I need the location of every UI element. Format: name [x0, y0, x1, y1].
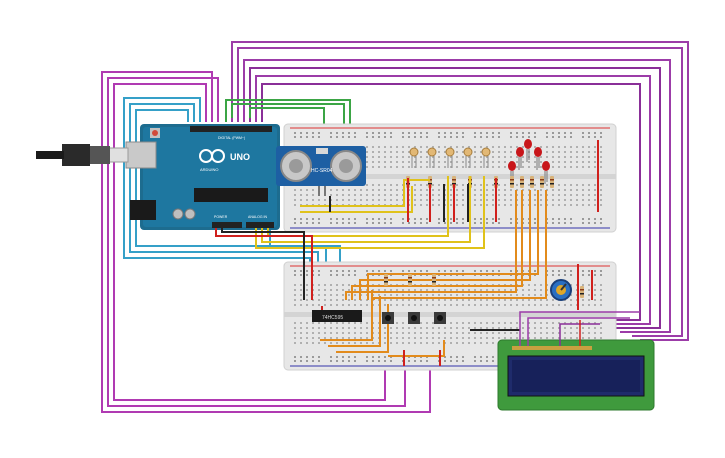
black-wires[interactable]: [221, 184, 520, 331]
photoresistor-icon[interactable]: [445, 147, 455, 168]
push-button-icon[interactable]: [434, 312, 446, 324]
lcd-display[interactable]: [497, 339, 655, 411]
resistor-icon[interactable]: [520, 176, 524, 188]
analog-header: [246, 222, 274, 228]
resistor-icon[interactable]: [510, 176, 514, 188]
usb-cable[interactable]: [36, 144, 129, 166]
lcd-wires[interactable]: [519, 311, 640, 346]
perimeter-wires[interactable]: [101, 41, 689, 413]
leds[interactable]: [508, 139, 550, 184]
resistor-icon[interactable]: [432, 274, 436, 286]
microcontroller-chip: [194, 188, 268, 202]
red-led-icon[interactable]: [534, 147, 542, 170]
resistor-icon[interactable]: [408, 274, 412, 286]
red-wires[interactable]: [215, 140, 599, 366]
resistor-icon[interactable]: [550, 176, 554, 188]
board-brand-text: UNO: [230, 152, 250, 162]
power-label: POWER: [214, 215, 228, 219]
arduino-uno-board[interactable]: UNO ARDUINO DIGITAL (PWM~) POWER ANALOG …: [125, 124, 280, 230]
resistor-icon[interactable]: [384, 274, 388, 286]
power-header: [212, 222, 242, 228]
power-jack: [130, 200, 156, 220]
resistors-bottom[interactable]: [384, 274, 584, 298]
resistor-icon[interactable]: [530, 176, 534, 188]
photoresistor-icon[interactable]: [481, 147, 491, 168]
digital-header: [190, 126, 272, 132]
analog-label: ANALOG IN: [248, 215, 268, 219]
ultrasonic-label: HC-SR04: [311, 168, 333, 174]
board-logo-text: ARDUINO: [200, 167, 218, 172]
red-led-icon[interactable]: [516, 147, 524, 170]
resistor-icon[interactable]: [540, 176, 544, 188]
push-button-icon[interactable]: [408, 312, 420, 324]
push-button-icon[interactable]: [382, 312, 394, 324]
photoresistor-icon[interactable]: [427, 147, 437, 168]
red-led-icon[interactable]: [542, 161, 550, 184]
photoresistor-icon[interactable]: [409, 147, 419, 168]
red-led-icon[interactable]: [524, 139, 532, 162]
capacitor-icon: [184, 208, 196, 220]
capacitor-icon: [172, 208, 184, 220]
photoresistors[interactable]: [409, 147, 491, 168]
photoresistor-icon[interactable]: [463, 147, 473, 168]
ultrasonic-sensor[interactable]: HC-SR04: [276, 146, 366, 196]
potentiometer[interactable]: [550, 279, 572, 301]
shift-register-chip[interactable]: 74HC595: [312, 310, 362, 322]
usb-port: [125, 141, 157, 169]
resistor-icon[interactable]: [580, 286, 584, 298]
digital-label: DIGITAL (PWM~): [218, 136, 245, 140]
orange-wires[interactable]: [320, 190, 547, 357]
shift-register-label: 74HC595: [322, 315, 343, 321]
push-buttons[interactable]: [382, 312, 446, 324]
arduino-logo-icon: [199, 149, 225, 163]
